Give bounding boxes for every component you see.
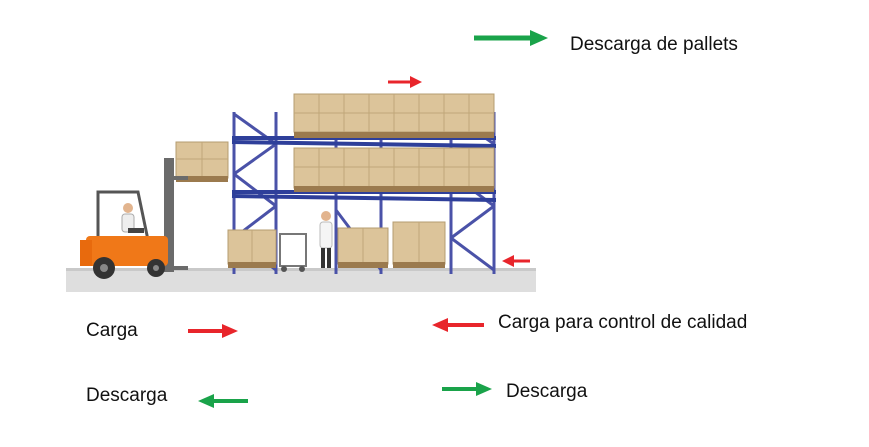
unload-pallets-arrow-icon — [474, 30, 548, 46]
pallet-box-icon — [175, 93, 495, 268]
quality-control-load-label: Carga para control de calidad — [498, 312, 748, 333]
operator-icon — [121, 203, 144, 233]
load-arrow-icon — [188, 324, 238, 338]
worker-icon — [319, 211, 333, 268]
quality-control-arrow-icon — [432, 318, 484, 332]
load-label: Carga — [86, 320, 138, 341]
unload-right-label: Descarga — [506, 381, 588, 402]
forklift-icon — [80, 158, 188, 279]
unload-left-arrow-icon — [198, 394, 248, 408]
warehouse-scene — [66, 76, 536, 292]
warehouse-floor — [66, 270, 536, 292]
rack-quality-arrow-icon — [502, 255, 530, 267]
pallet-cart-icon — [279, 233, 307, 272]
rack-load-arrow-icon — [388, 76, 422, 88]
unload-right-arrow-icon — [442, 382, 492, 396]
pallet-unload-label: Descarga de pallets — [570, 34, 738, 55]
unload-left-label: Descarga — [86, 385, 168, 406]
